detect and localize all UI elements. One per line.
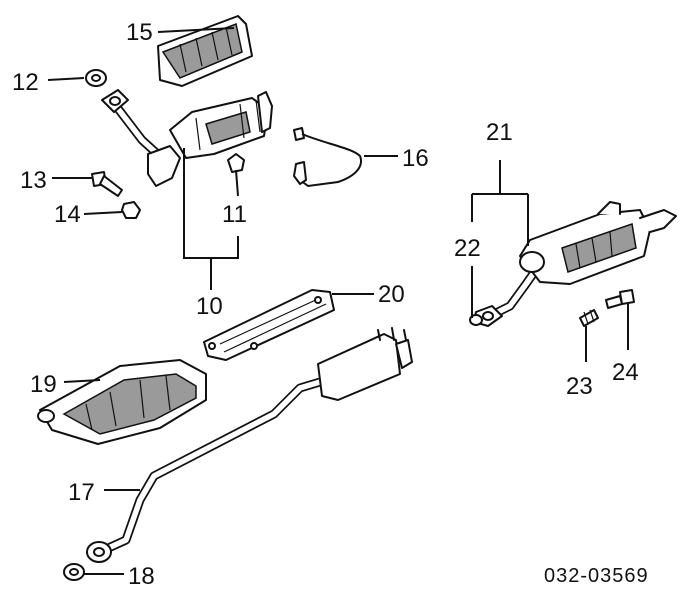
part-21-muffler	[519, 201, 677, 285]
callout-17: 17	[68, 479, 95, 506]
callout-23: 23	[566, 373, 593, 400]
part-23-bolt	[579, 309, 599, 327]
leader-14	[83, 211, 123, 215]
part-10-catalytic-converter	[101, 89, 273, 187]
callout-22: 22	[454, 235, 481, 262]
callout-18: 18	[128, 563, 155, 590]
leader-bracket-21	[471, 160, 529, 246]
part-14-nut	[121, 201, 141, 219]
callout-labels: 15 12 13 14 16 11 10 20 19 17 18 21 22 2…	[12, 19, 649, 590]
callout-15: 15	[126, 19, 153, 46]
part-13-stud-bolt	[91, 171, 123, 197]
part-12-gasket	[85, 69, 107, 87]
callout-20: 20	[378, 281, 405, 308]
callout-21: 21	[486, 119, 513, 146]
part-19-front-heat-shield	[37, 359, 207, 445]
callout-19: 19	[30, 371, 57, 398]
diagram-code: 032-03569	[544, 565, 649, 587]
leader-lines	[47, 27, 629, 575]
callout-11: 11	[222, 201, 247, 228]
callout-16: 16	[402, 145, 429, 172]
part-18-gasket	[63, 563, 85, 581]
part-15-upper-heat-shield	[157, 15, 253, 87]
leader-12	[47, 77, 85, 81]
part-20-center-heat-shield	[203, 289, 335, 361]
callout-13: 13	[20, 167, 47, 194]
callout-12: 12	[12, 69, 39, 96]
part-16-oxygen-sensor	[293, 127, 362, 188]
part-24-bolt	[605, 289, 635, 309]
callout-14: 14	[54, 201, 81, 228]
leader-19	[63, 379, 101, 383]
callout-24: 24	[612, 359, 639, 386]
leader-15	[157, 27, 235, 33]
leader-bracket-10	[183, 148, 239, 290]
part-17-center-pipe	[86, 327, 413, 563]
callout-10: 10	[196, 293, 223, 320]
leader-11	[235, 169, 239, 197]
part-11-nut	[227, 153, 245, 173]
